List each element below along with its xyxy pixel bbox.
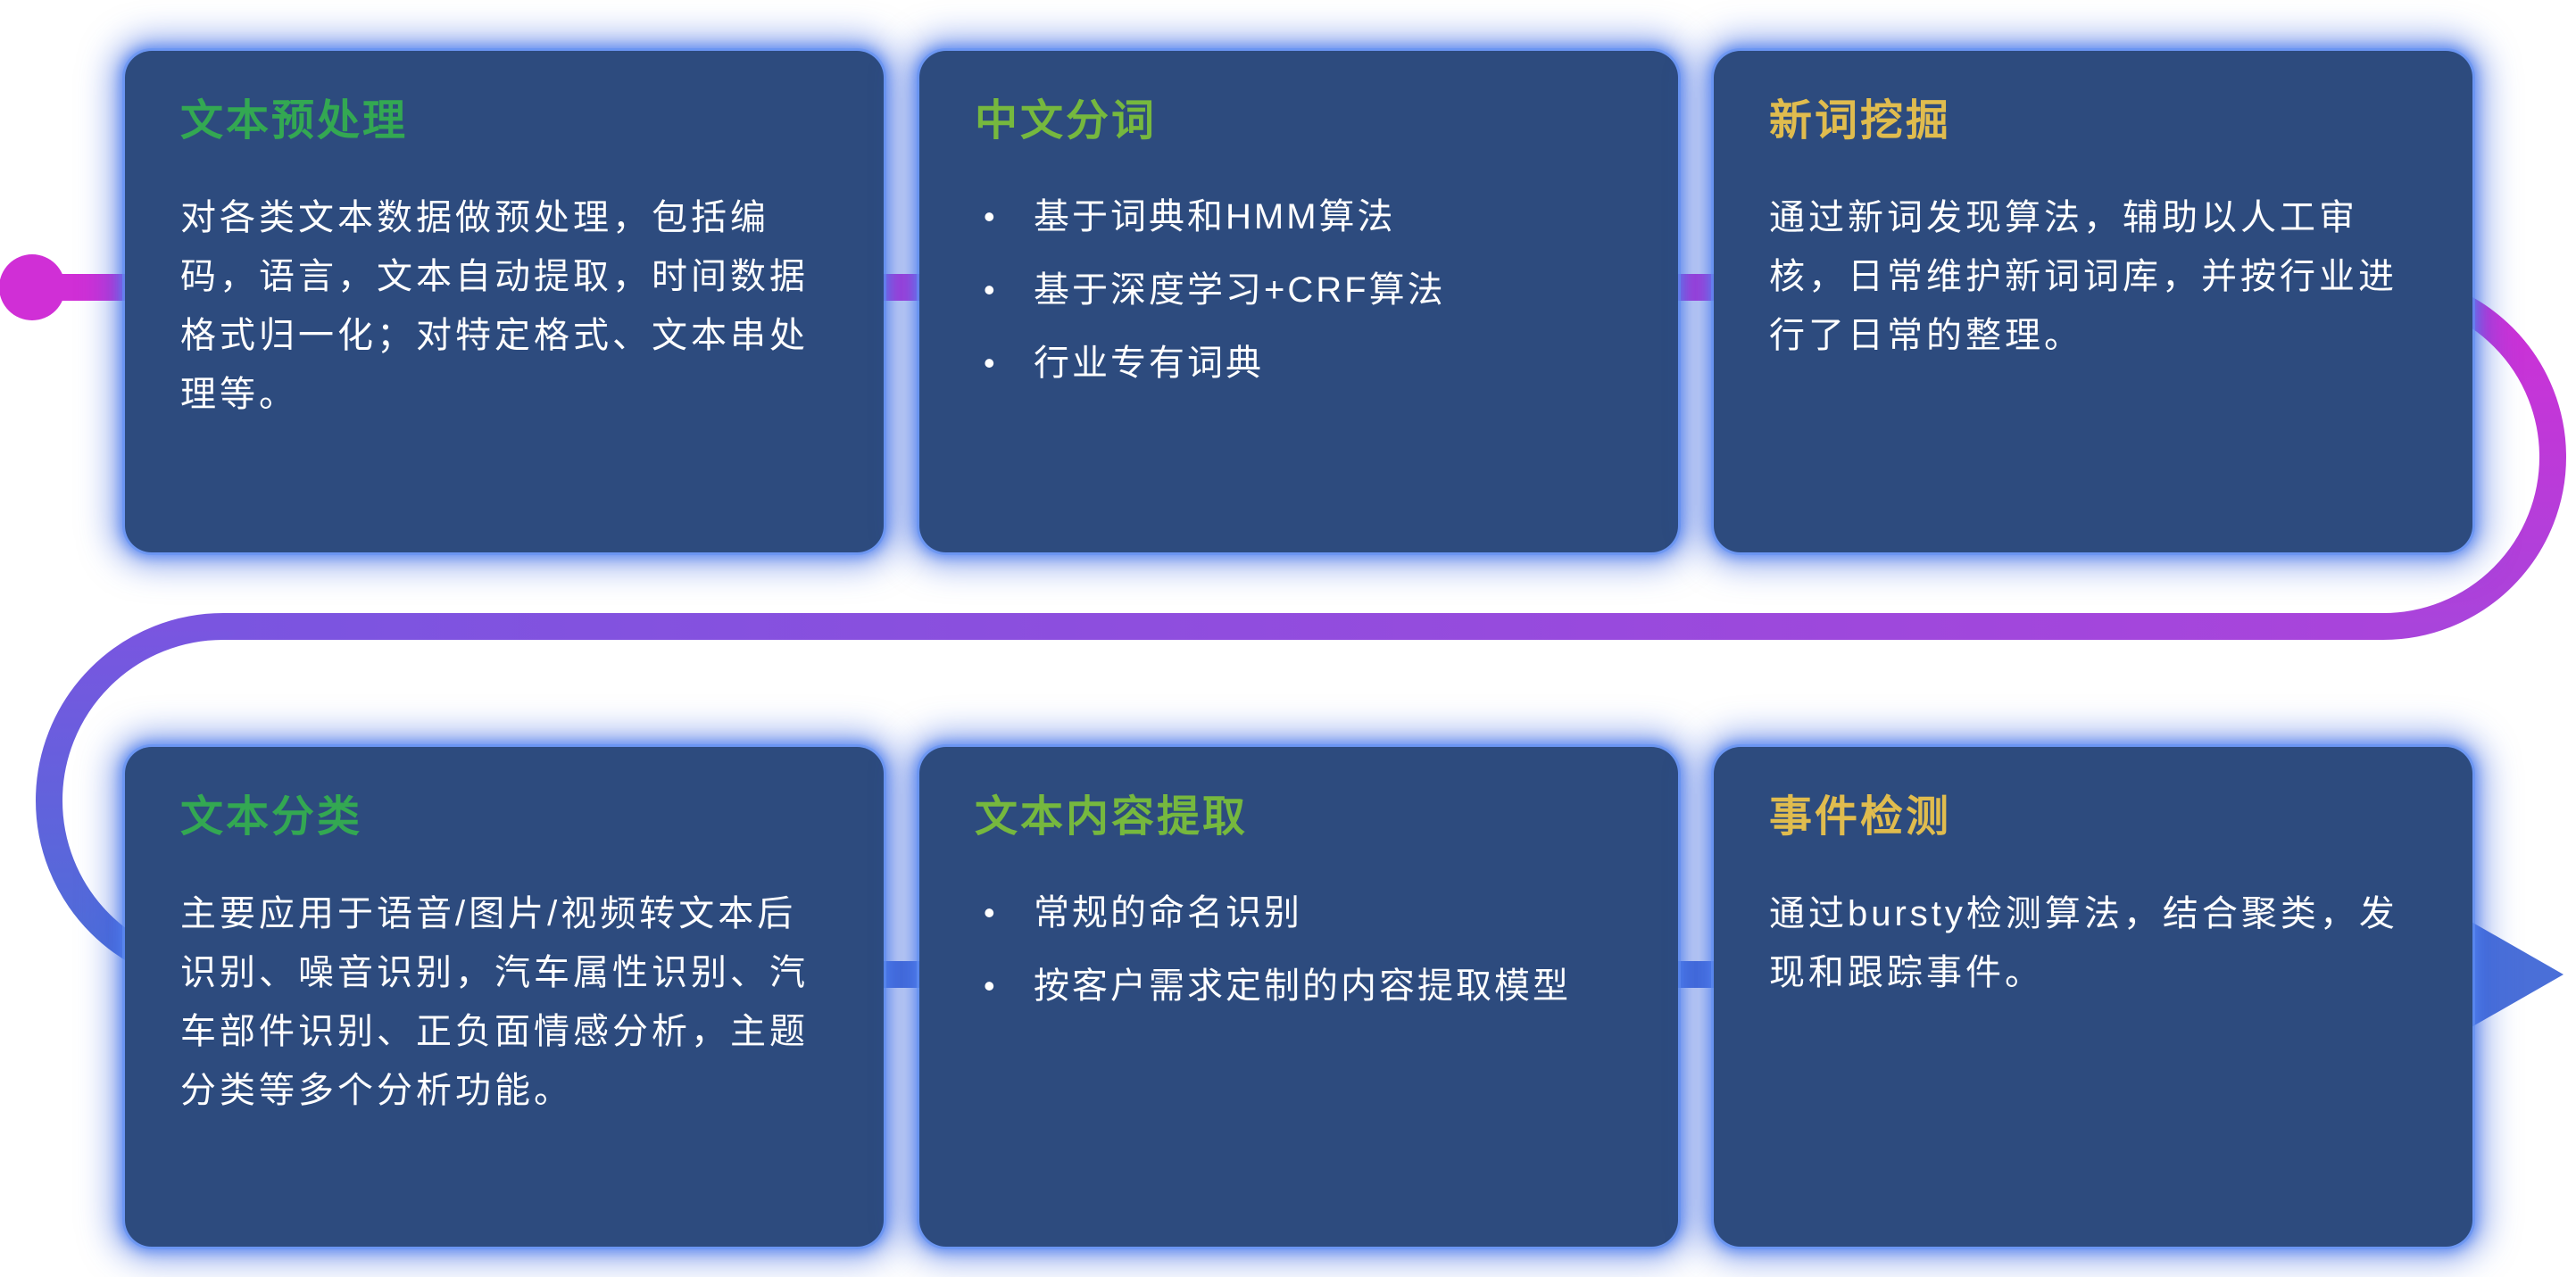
card-text-preprocessing: 文本预处理 对各类文本数据做预处理，包括编码，语言，文本自动提取，时间数据格式归… [125, 51, 884, 552]
bullet-item: 基于深度学习+CRF算法 [975, 261, 1623, 319]
card-event-detection: 事件检测 通过bursty检测算法，结合聚类，发现和跟踪事件。 [1714, 747, 2472, 1247]
card-body: 通过bursty检测算法，结合聚类，发现和跟踪事件。 [1769, 894, 2398, 992]
card-title: 中文分词 [975, 97, 1158, 145]
bullet-item: 行业专有词典 [975, 335, 1623, 392]
card-body: 通过新词发现算法，辅助以人工审核，日常维护新词词库，并按行业进行了日常的整理。 [1769, 198, 2397, 355]
card-text-content-extraction: 文本内容提取 常规的命名识别 按客户需求定制的内容提取模型 [919, 747, 1678, 1247]
card-text-classification: 文本分类 主要应用于语音/图片/视频转文本后识别、噪音识别，汽车属性识别、汽车部… [125, 747, 884, 1247]
card-title: 文本内容提取 [975, 793, 1249, 841]
card-title: 文本分类 [180, 793, 363, 841]
bullet-item: 常规的命名识别 [975, 884, 1623, 941]
bullet-item: 按客户需求定制的内容提取模型 [975, 958, 1623, 1015]
card-new-word-mining: 新词挖掘 通过新词发现算法，辅助以人工审核，日常维护新词词库，并按行业进行了日常… [1714, 51, 2472, 552]
bullet-list: 基于词典和HMM算法 基于深度学习+CRF算法 行业专有词典 [975, 188, 1623, 392]
card-title: 事件检测 [1769, 793, 1952, 841]
card-body: 对各类文本数据做预处理，包括编码，语言，文本自动提取，时间数据格式归一化；对特定… [180, 198, 809, 414]
card-chinese-word-segmentation: 中文分词 基于词典和HMM算法 基于深度学习+CRF算法 行业专有词典 [919, 51, 1678, 552]
flow-end-arrow-icon [2464, 917, 2564, 1032]
card-title: 文本预处理 [180, 97, 409, 145]
bullet-item: 基于词典和HMM算法 [975, 188, 1623, 245]
card-title: 新词挖掘 [1769, 97, 1952, 145]
card-body: 主要应用于语音/图片/视频转文本后识别、噪音识别，汽车属性识别、汽车部件识别、正… [180, 894, 809, 1110]
bullet-list: 常规的命名识别 按客户需求定制的内容提取模型 [975, 884, 1623, 1015]
